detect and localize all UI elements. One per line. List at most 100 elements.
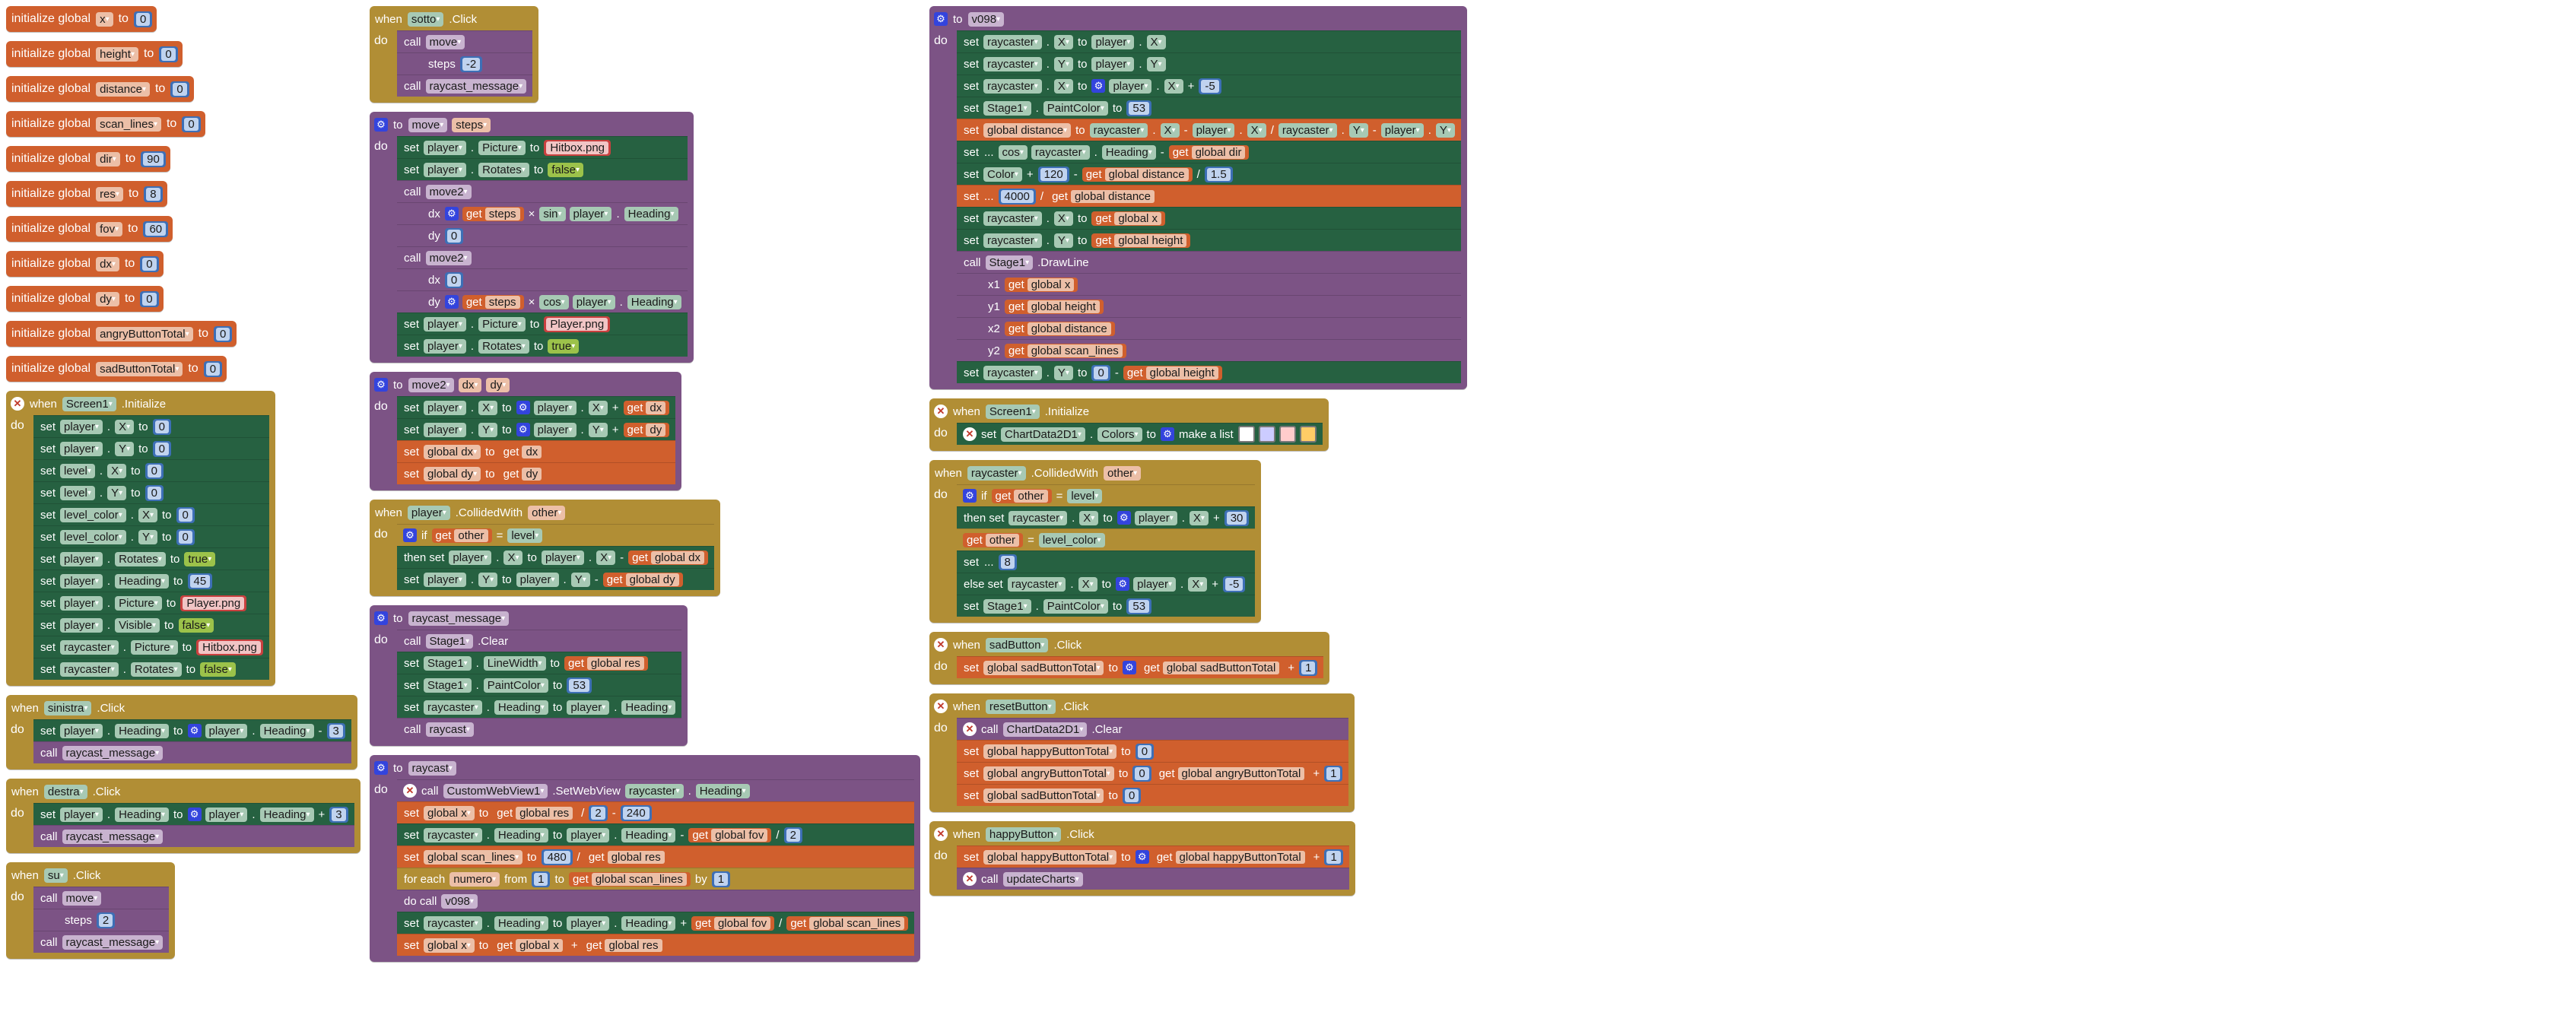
value[interactable]: 1 (1326, 766, 1341, 780)
get-variable[interactable]: global scan_lines (591, 872, 687, 886)
dropdown[interactable]: X (1146, 34, 1166, 49)
number-block[interactable]: 3 (329, 806, 348, 823)
dropdown[interactable]: X (1188, 576, 1208, 592)
dropdown[interactable]: X (107, 463, 127, 478)
value[interactable]: 1 (1301, 661, 1316, 674)
dropdown[interactable]: sinistra (43, 700, 92, 715)
dropdown[interactable]: Stage1 (424, 655, 472, 671)
dropdown[interactable]: X (115, 419, 135, 434)
get-variable[interactable]: global dir (1191, 145, 1246, 159)
procedure-name[interactable]: move (62, 890, 102, 906)
dropdown[interactable]: raycaster (424, 827, 482, 842)
get-variable[interactable]: global x (1114, 211, 1162, 225)
dropdown[interactable]: cos (539, 294, 569, 309)
procedure-name[interactable]: move (408, 117, 448, 132)
dropdown[interactable]: X (1164, 78, 1183, 94)
value[interactable]: 0 (1125, 788, 1139, 802)
sinistra-click-block[interactable]: whensinistra.Clickdosetplayer.Headingto⚙… (6, 695, 357, 769)
color-swatch[interactable] (1237, 426, 1255, 443)
variable-name[interactable]: dx (458, 377, 482, 392)
get-variable[interactable]: global distance (1070, 189, 1155, 203)
dropdown[interactable]: player (516, 572, 559, 587)
dropdown[interactable]: raycaster (983, 56, 1042, 71)
number-block[interactable]: 1.5 (1204, 166, 1233, 182)
get-variable[interactable]: global height (1027, 300, 1100, 313)
number-block[interactable]: 240 (620, 804, 652, 821)
mutator-gear-icon[interactable]: ⚙ (1116, 577, 1130, 591)
dropdown[interactable]: sotto (407, 11, 444, 27)
get-variable[interactable]: global x (1027, 278, 1075, 291)
value[interactable]: 8 (1000, 555, 1015, 569)
global-variable-x[interactable]: initialize globalxto0 (6, 6, 157, 32)
procedure-name[interactable]: raycast (408, 760, 456, 776)
color-swatch[interactable] (1258, 426, 1275, 443)
number-block[interactable]: 53 (567, 677, 592, 693)
procedure-name[interactable]: raycast (425, 722, 474, 737)
dropdown[interactable]: X (138, 507, 157, 522)
dropdown[interactable]: raycaster (983, 211, 1042, 226)
dropdown[interactable]: player (533, 400, 577, 415)
dropdown[interactable]: Stage1 (983, 598, 1031, 614)
error-icon[interactable]: ✕ (403, 784, 417, 798)
mutator-gear-icon[interactable]: ⚙ (1123, 661, 1136, 674)
dropdown[interactable]: X (1078, 576, 1097, 592)
get-variable[interactable]: steps (484, 207, 520, 221)
global-variable-angryButtonTotal[interactable]: initialize globalangryButtonTotalto0 (6, 321, 237, 347)
dropdown[interactable]: raycaster (60, 639, 119, 655)
dropdown[interactable]: Y (1146, 56, 1166, 71)
mutator-gear-icon[interactable]: ⚙ (374, 611, 388, 625)
value[interactable]: 0 (205, 362, 221, 376)
dropdown[interactable]: PaintColor (1043, 598, 1108, 614)
number-block[interactable]: 0 (152, 440, 171, 457)
variable-name[interactable]: dir (96, 151, 120, 167)
mutator-gear-icon[interactable]: ⚙ (1091, 79, 1106, 93)
dropdown[interactable]: raycaster (624, 783, 684, 798)
dropdown[interactable]: PaintColor (483, 677, 548, 693)
procedure-name[interactable]: ChartData2D1 (1002, 722, 1088, 737)
global-variable-fov[interactable]: initialize globalfovto60 (6, 216, 173, 242)
procedure-name[interactable]: Stage1 (985, 255, 1034, 270)
dropdown[interactable]: Heading (494, 700, 548, 715)
dropdown[interactable]: Rotates (478, 162, 529, 177)
dropdown[interactable]: PaintColor (1043, 100, 1108, 116)
number-block[interactable]: 8 (144, 186, 163, 202)
variable-name[interactable]: global x (424, 805, 475, 820)
value[interactable]: 30 (1226, 511, 1247, 525)
dropdown[interactable]: player (60, 595, 103, 611)
global-variable-sadButtonTotal[interactable]: initialize globalsadButtonTotalto0 (6, 356, 227, 382)
dropdown[interactable]: happyButton (985, 827, 1062, 842)
number-block[interactable]: 0 (203, 360, 223, 377)
value[interactable]: 0 (446, 273, 462, 287)
error-icon[interactable]: ✕ (11, 397, 24, 411)
dropdown[interactable]: Heading (621, 700, 676, 715)
dropdown[interactable]: player (572, 294, 615, 309)
dropdown[interactable]: Stage1 (424, 677, 472, 693)
dropdown[interactable]: X (1053, 78, 1073, 94)
